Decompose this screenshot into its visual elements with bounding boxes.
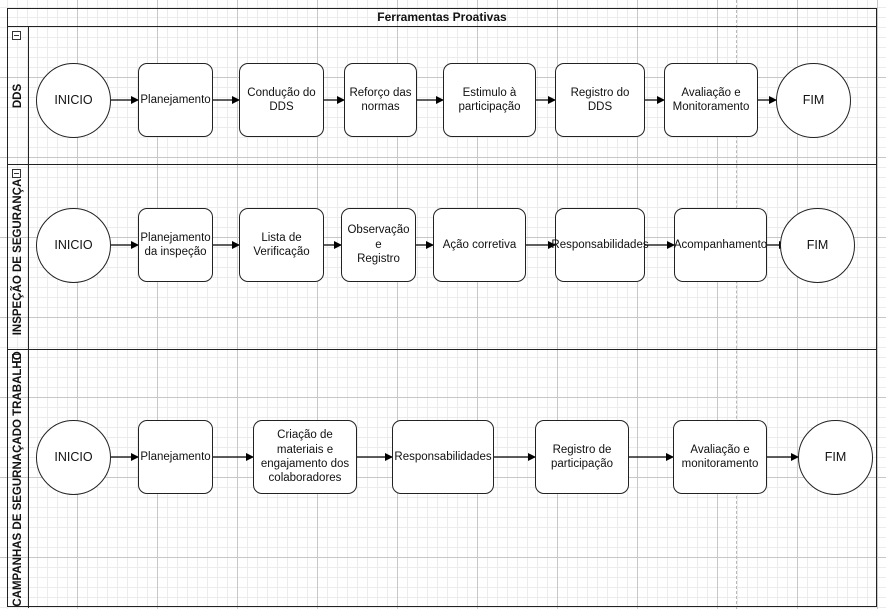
- process-node[interactable]: Lista de Verificação: [239, 208, 324, 282]
- process-node[interactable]: Criação de materiais e engajamento dos c…: [253, 420, 357, 494]
- process-node[interactable]: Acompanhamento: [674, 208, 767, 282]
- process-node[interactable]: Avaliação e Monitoramento: [664, 63, 758, 137]
- process-node[interactable]: Reforço das normas: [344, 63, 417, 137]
- collapse-minus-icon[interactable]: [12, 169, 21, 178]
- end-node[interactable]: FIM: [798, 420, 873, 495]
- collapse-minus-icon[interactable]: [12, 354, 21, 363]
- process-node[interactable]: Registro do DDS: [555, 63, 645, 137]
- lane-header-campanhas[interactable]: CAMPANHAS DE SEGURNAÇADO TRABALHO: [8, 350, 29, 608]
- process-node[interactable]: Responsabilidades: [551, 208, 649, 282]
- process-node[interactable]: Registro de participação: [535, 420, 629, 494]
- start-node[interactable]: INICIO: [36, 208, 111, 283]
- collapse-minus-icon[interactable]: [12, 31, 21, 40]
- process-node[interactable]: Avaliação e monitoramento: [673, 420, 767, 494]
- swimlane-pool[interactable]: Ferramentas Proativas DDS INSPEÇÃO DE SE…: [7, 8, 877, 608]
- process-node[interactable]: Estimulo à participação: [443, 63, 536, 137]
- process-node[interactable]: Observação e Registro: [341, 208, 416, 282]
- start-node[interactable]: INICIO: [36, 63, 111, 138]
- lane-inspecao[interactable]: INSPEÇÃO DE SEGURANÇA: [8, 165, 876, 350]
- process-node[interactable]: Ação corretiva: [433, 208, 526, 282]
- lane-header-dds[interactable]: DDS: [8, 27, 29, 164]
- process-node[interactable]: Responsabilidades: [392, 420, 494, 494]
- lane-dds[interactable]: DDS: [8, 27, 876, 165]
- end-node[interactable]: FIM: [780, 208, 855, 283]
- process-node[interactable]: Condução do DDS: [239, 63, 324, 137]
- start-node[interactable]: INICIO: [36, 420, 111, 495]
- process-node[interactable]: Planejamento: [138, 420, 213, 494]
- lane-campanhas[interactable]: CAMPANHAS DE SEGURNAÇADO TRABALHO: [8, 350, 876, 608]
- process-node[interactable]: Planejamento: [138, 63, 213, 137]
- pool-title: Ferramentas Proativas: [8, 9, 876, 27]
- lane-header-inspecao[interactable]: INSPEÇÃO DE SEGURANÇA: [8, 165, 29, 349]
- end-node[interactable]: FIM: [776, 63, 851, 138]
- page-break-line: [736, 0, 737, 609]
- process-node[interactable]: Planejamento da inspeção: [138, 208, 213, 282]
